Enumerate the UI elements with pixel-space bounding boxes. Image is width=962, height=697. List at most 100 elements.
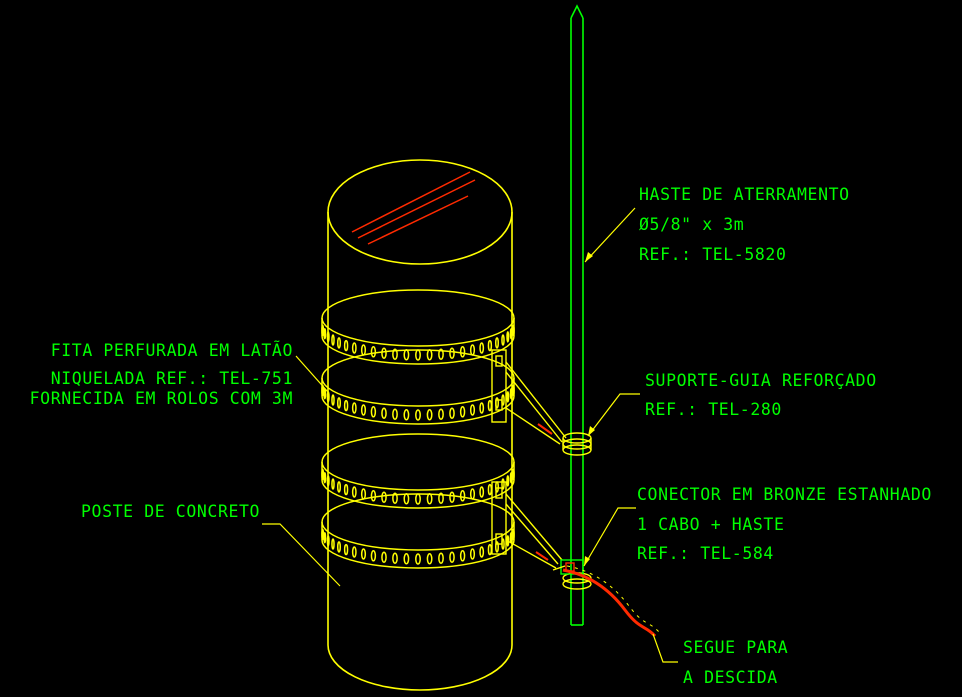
haste-line2: Ø5/8" x 3m <box>639 215 744 234</box>
strap-perforation <box>381 551 387 563</box>
leader-conector <box>583 507 636 567</box>
strap-perforation <box>511 324 515 337</box>
label-conector: CONECTOR EM BRONZE ESTANHADO 1 CABO + HA… <box>637 485 932 563</box>
leader-poste <box>262 523 341 587</box>
strap-perforation <box>403 493 410 505</box>
strap-perforation <box>331 478 335 490</box>
strap-perforation <box>323 471 327 484</box>
grounding-rod <box>570 4 584 626</box>
poste-line1: POSTE DE CONCRETO <box>81 502 260 521</box>
strap-perforation <box>381 491 387 503</box>
haste-line3: REF.: TEL-5820 <box>639 245 786 264</box>
strap-perforation <box>343 543 349 556</box>
strap-band <box>321 289 515 365</box>
strap-perforation <box>337 481 341 493</box>
strap-perforation <box>469 344 476 356</box>
strap-band <box>321 349 515 425</box>
leader-arrows <box>584 252 595 566</box>
strap-perforation <box>415 493 421 505</box>
strap-perforation <box>392 492 398 504</box>
strap-perforation <box>438 348 444 360</box>
strap-perforation <box>392 552 398 564</box>
strap-perforation <box>392 348 398 360</box>
strap-perforation <box>360 548 367 560</box>
strap-perforation <box>479 546 485 558</box>
strap-perforation <box>501 334 505 346</box>
strap-perforation <box>403 553 410 565</box>
leader-fita <box>295 355 329 393</box>
strap-perforation <box>479 486 485 498</box>
support-guide-ring <box>562 432 592 456</box>
strap-perforation <box>392 408 398 420</box>
strap-band <box>321 493 515 569</box>
fita-line2: NIQUELADA REF.: TEL-751 <box>51 369 293 388</box>
strap-perforation <box>360 404 367 416</box>
strap-perforation <box>331 394 335 406</box>
strap-perforation <box>469 548 476 560</box>
strap-perforation <box>487 399 493 412</box>
strap-perforation <box>323 327 327 340</box>
strap-band <box>321 433 515 509</box>
strap-perforation <box>506 475 510 487</box>
strap-perforation <box>459 346 466 358</box>
strap-perforation <box>511 384 515 397</box>
segue-line2: A DESCIDA <box>683 668 778 687</box>
strap-perforation <box>426 493 433 505</box>
strap-perforation <box>343 399 349 412</box>
strap-perforation <box>438 408 444 420</box>
strap-perforation <box>323 531 327 544</box>
segue-line1: SEGUE PARA <box>683 638 788 657</box>
label-segue: SEGUE PARA A DESCIDA <box>683 638 788 687</box>
label-suporte: SUPORTE-GUIA REFORÇADO REF.: TEL-280 <box>645 371 876 419</box>
suporte-line2: REF.: TEL-280 <box>645 400 782 419</box>
leader-segue <box>652 633 678 663</box>
strap-perforation <box>351 486 357 498</box>
strap-perforation <box>459 406 466 418</box>
strap-perforation <box>506 331 510 343</box>
strap-perforation <box>381 347 387 359</box>
strap-perforation <box>511 468 515 481</box>
strap-perforation <box>360 488 367 500</box>
strap-perforation <box>323 387 327 400</box>
conector-line3: REF.: TEL-584 <box>637 544 774 563</box>
strap-perforation <box>326 331 330 343</box>
strap-perforation <box>370 490 377 502</box>
label-fita: FITA PERFURADA EM LATÃO NIQUELADA REF.: … <box>30 341 293 408</box>
concrete-pole <box>327 159 513 691</box>
label-haste: HASTE DE ATERRAMENTO Ø5/8" x 3m REF.: TE… <box>639 185 850 264</box>
conector-line1: CONECTOR EM BRONZE ESTANHADO <box>637 485 932 504</box>
strap-perforation <box>343 339 349 352</box>
strap-perforation <box>479 342 485 354</box>
pole-top <box>327 159 513 265</box>
strap-perforation <box>337 541 341 553</box>
strap-perforation <box>331 538 335 550</box>
down-cable <box>562 565 660 638</box>
strap-perforation <box>438 492 444 504</box>
leader-haste <box>584 207 636 263</box>
strap-perforation <box>403 409 410 421</box>
strap-perforation <box>479 402 485 414</box>
strap-perforation <box>426 409 433 421</box>
leader-lines <box>262 207 678 663</box>
strap-perforation <box>426 553 433 565</box>
haste-line1: HASTE DE ATERRAMENTO <box>639 185 850 204</box>
strap-perforation <box>487 339 493 352</box>
strap-perforation <box>487 543 493 556</box>
strap-perforation <box>426 349 433 361</box>
strap-perforation <box>331 334 335 346</box>
support-brackets <box>491 349 567 569</box>
strap-perforation <box>370 406 377 418</box>
strap-perforation <box>438 552 444 564</box>
strap-perforation <box>415 553 421 565</box>
strap-perforation <box>337 397 341 409</box>
strap-perforation <box>501 478 505 490</box>
strap-perforation <box>381 407 387 419</box>
strap-perforation <box>351 546 357 558</box>
strap-perforation <box>337 337 341 349</box>
strap-perforation <box>449 407 455 419</box>
strap-perforation <box>351 402 357 414</box>
strap-perforation <box>449 347 455 359</box>
leader-suporte <box>587 393 640 437</box>
